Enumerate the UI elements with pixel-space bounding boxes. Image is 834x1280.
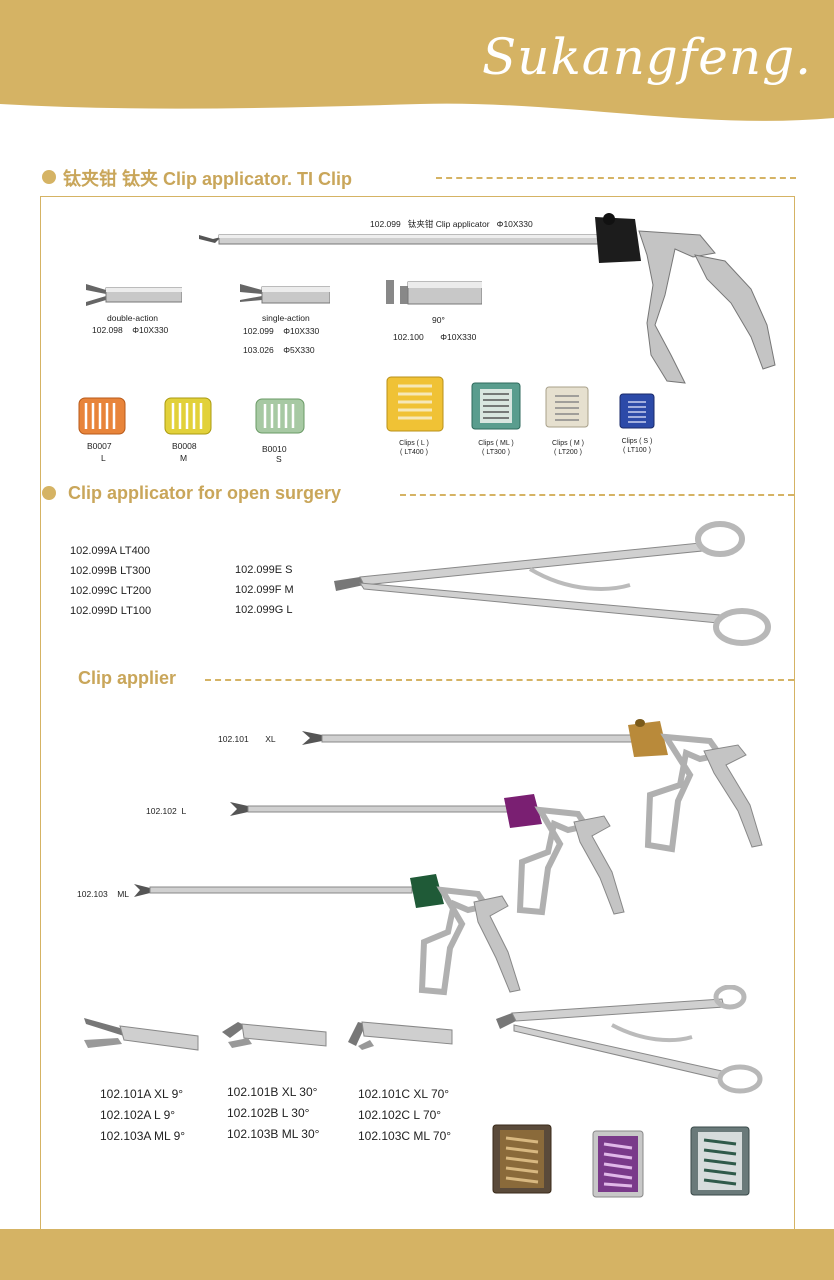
- clip-box-s-image: [619, 393, 655, 429]
- cartridge-s-image: [255, 398, 305, 434]
- clip-tray-green-image: [690, 1126, 750, 1196]
- tip2-type: single-action: [262, 313, 310, 323]
- tip2-spec: 102.099 Φ10X330: [243, 326, 320, 336]
- clip-box-l-image: [386, 376, 444, 432]
- main-clip-applicator-image: [199, 213, 776, 384]
- clip-ml-label: Clips ( ML )( LT300 ): [478, 440, 514, 456]
- applier-l-label: 102.102 L: [146, 806, 187, 816]
- double-action-tip-image: [86, 284, 182, 306]
- clip-l-label: Clips ( L )( LT400 ): [399, 440, 429, 456]
- clip-m-label: Clips ( M )( LT200 ): [552, 440, 584, 456]
- angled-open-applicator-image: [496, 985, 763, 1094]
- single-action-tip-image: [240, 284, 330, 304]
- applier-l-image: [230, 794, 625, 916]
- section1-title: 钛夹钳 钛夹 Clip applicator. TI Clip: [63, 169, 353, 189]
- angle-70-list: 102.101C XL 70°102.102C L 70°102.103C ML…: [358, 1087, 452, 1143]
- tip3-spec: 102.100 Φ10X330: [393, 332, 477, 342]
- open-surgery-applicator-image: [334, 521, 771, 646]
- header-band: [0, 0, 834, 121]
- tip1-spec: 102.098 Φ10X330: [92, 325, 169, 335]
- angle-30-list: 102.101B XL 30°102.102B L 30°102.103B ML…: [227, 1085, 320, 1141]
- ninety-degree-tip-image: [386, 280, 482, 305]
- section1-divider: [436, 177, 796, 179]
- section2-bullet: [42, 486, 56, 500]
- clip-tray-bronze-image: [492, 1124, 552, 1194]
- footer-band: [0, 1229, 834, 1280]
- angle-70-tip-image: [348, 1021, 453, 1050]
- main-applicator-size: Φ10X330: [496, 219, 533, 229]
- section3-divider: [205, 679, 794, 681]
- angle-9-tip-image: [84, 1018, 199, 1051]
- angle-9-list: 102.101A XL 9°102.102A L 9°102.103A ML 9…: [100, 1087, 186, 1143]
- main-applicator-code: 102.099: [370, 219, 401, 229]
- cartridge-l-image: [78, 397, 126, 435]
- section2-title: Clip applicator for open surgery: [68, 483, 342, 503]
- applier-ml-image: [134, 874, 521, 996]
- clip-box-m-image: [545, 386, 589, 428]
- applier-xl-label: 102.101 XL: [218, 734, 276, 744]
- main-applicator-label: 102.099 钛夹钳 Clip applicator Φ10X330: [370, 218, 533, 230]
- clip-box-ml-image: [471, 382, 521, 430]
- section2-divider: [400, 494, 794, 496]
- tip3-type: 90°: [432, 315, 445, 325]
- applier-ml-label: 102.103 ML: [77, 889, 129, 899]
- tip2-spec-alt: 103.026 Φ5X330: [243, 345, 315, 355]
- tip1-type: double-action: [107, 313, 159, 323]
- section3-title: Clip applier: [78, 668, 177, 688]
- section1-bullet: [42, 170, 56, 184]
- clip-s-label: Clips ( S )( LT100 ): [621, 438, 653, 454]
- brand-logo: Sukangfeng.: [482, 28, 812, 86]
- angle-30-tip-image: [222, 1022, 327, 1048]
- applier-xl-image: [302, 719, 763, 853]
- cartridge-m-image: [164, 397, 212, 435]
- clip-tray-purple-image: [592, 1130, 644, 1198]
- main-applicator-name: 钛夹钳 Clip applicator: [407, 219, 490, 229]
